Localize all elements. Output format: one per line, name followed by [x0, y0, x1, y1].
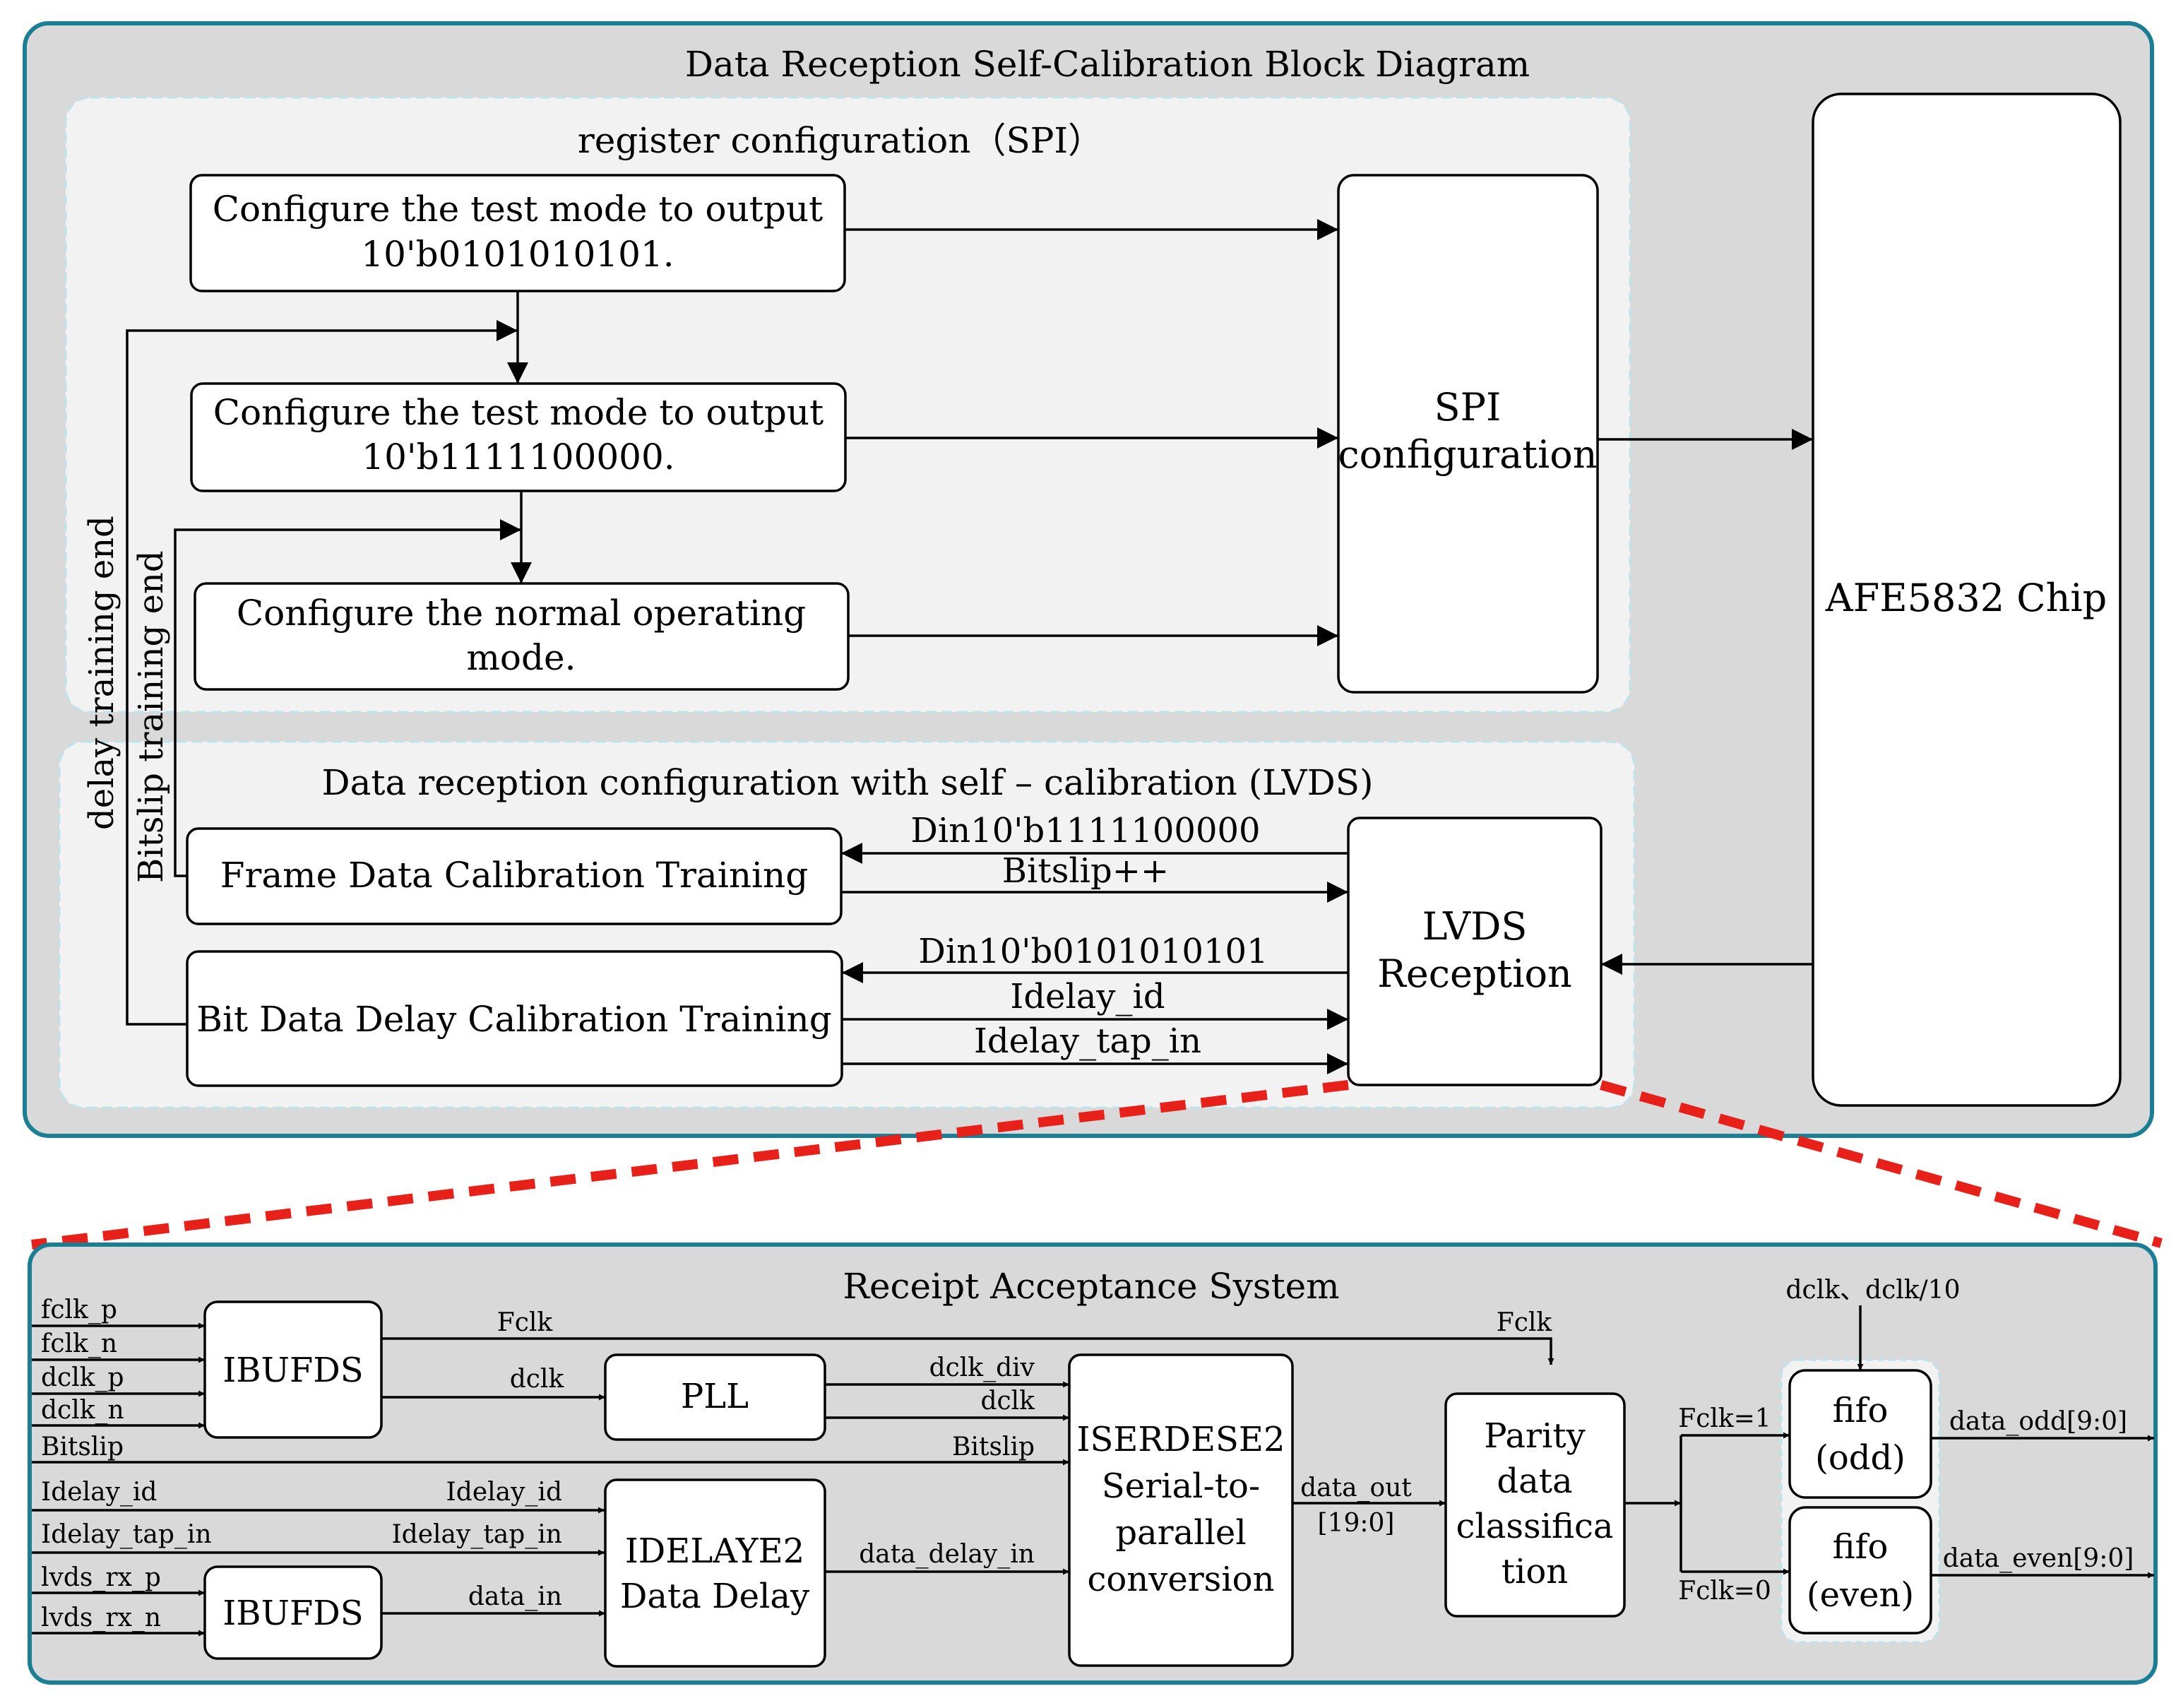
- fclk-label-left: Fclk: [497, 1308, 554, 1337]
- data-in-label: data_in: [468, 1582, 562, 1611]
- lvds-reception-box: [1347, 817, 1603, 1086]
- data-out-label-1: data_out: [1300, 1473, 1412, 1502]
- zoom-line-right: [1600, 1080, 2163, 1248]
- input-bitslip: Bitslip: [41, 1433, 124, 1461]
- fclk0-label: Fclk=0: [1678, 1577, 1771, 1606]
- iserdes-line3: parallel: [1115, 1513, 1246, 1553]
- parity-box: [1444, 1392, 1626, 1618]
- iserdes-line2: Serial-to-: [1102, 1466, 1260, 1506]
- idelay-line2: Data Delay: [620, 1577, 809, 1616]
- data-even-label: data_even[9:0]: [1943, 1544, 2134, 1573]
- afe-chip-box: [1812, 93, 2122, 1107]
- dclk-div-label: dclk_div: [929, 1353, 1035, 1382]
- fifo-even-box: [1788, 1506, 1932, 1635]
- data-odd-label: data_odd[9:0]: [1949, 1407, 2127, 1436]
- step3-line2: mode.: [466, 637, 576, 678]
- fclk1-label: Fclk=1: [1678, 1404, 1771, 1433]
- afe-chip-label: AFE5832 Chip: [1825, 576, 2107, 620]
- input-lvds-rx-p: lvds_rx_p: [41, 1563, 161, 1592]
- dclk-clocks-label: dclk、dclk/10: [1785, 1276, 1960, 1305]
- top-title: Data Reception Self-Calibration Block Di…: [685, 44, 1530, 85]
- fifo-odd-line1: fifo: [1833, 1391, 1889, 1430]
- idelay-tap-label-b: Idelay_tap_in: [391, 1520, 562, 1549]
- idelay-tap-label: Idelay_tap_in: [974, 1021, 1201, 1061]
- ibufds-1-label: IBUFDS: [222, 1351, 363, 1390]
- fifo-odd-line2: (odd): [1815, 1438, 1906, 1478]
- data-out-label-2: [19:0]: [1318, 1509, 1395, 1538]
- spi-config-box: [1337, 174, 1599, 694]
- step2-line1: Configure the test mode to output: [213, 392, 824, 433]
- input-idelay-tap: Idelay_tap_in: [41, 1520, 212, 1549]
- bitslip-label: Bitslip: [952, 1433, 1035, 1461]
- zoom-line-left: [31, 1080, 1349, 1250]
- dclk-label: dclk: [510, 1365, 565, 1394]
- iserdes-line1: ISERDESE2: [1076, 1420, 1285, 1459]
- fifo-even-line2: (even): [1807, 1575, 1914, 1615]
- step1-line2: 10'b0101010101.: [361, 234, 674, 275]
- idelay-line1: IDELAYE2: [625, 1531, 804, 1571]
- iserdes-line4: conversion: [1088, 1560, 1275, 1599]
- spi-section-title: register configuration（SPI）: [578, 120, 1103, 161]
- parity-line2: data: [1497, 1461, 1572, 1501]
- parity-line4: tion: [1502, 1552, 1568, 1591]
- dclk-label-2: dclk: [980, 1387, 1035, 1416]
- lvds-section-title: Data reception configuration with self –…: [322, 762, 1374, 803]
- frame-training-label: Frame Data Calibration Training: [220, 855, 809, 896]
- delay-feedback-loop: [126, 320, 518, 1026]
- idelay-id-label-b: Idelay_id: [446, 1478, 562, 1507]
- input-lvds-rx-n: lvds_rx_n: [41, 1603, 161, 1632]
- din-bit-label: Din10'b0101010101: [918, 932, 1268, 971]
- spi-config-line1: SPI: [1434, 385, 1502, 429]
- idelay-id-label: Idelay_id: [1010, 977, 1165, 1016]
- wire-fclk-to-parity: [381, 1337, 1554, 1365]
- step1-line1: Configure the test mode to output: [213, 189, 823, 230]
- fclk-label-right: Fclk: [1497, 1308, 1553, 1337]
- input-dclk-n: dclk_n: [41, 1396, 124, 1425]
- fifo-even-line1: fifo: [1833, 1527, 1889, 1567]
- input-fclk-n: fclk_n: [41, 1329, 117, 1358]
- bitslip-training-end-label: Bitslip training end: [131, 550, 171, 883]
- input-dclk-p: dclk_p: [41, 1363, 124, 1392]
- data-delay-label: data_delay_in: [859, 1540, 1035, 1569]
- step3-line1: Configure the normal operating: [237, 593, 806, 634]
- pll-label: PLL: [681, 1377, 749, 1416]
- bitslip-feedback-loop: [174, 519, 521, 877]
- ibufds-2-label: IBUFDS: [222, 1594, 363, 1633]
- fifo-odd-box: [1788, 1369, 1932, 1499]
- step2-line2: 10'b1111100000.: [362, 437, 674, 478]
- din-frame-label: Din10'b1111100000: [910, 811, 1260, 850]
- parity-line3: classifica: [1456, 1507, 1614, 1546]
- lvds-reception-line1: LVDS: [1422, 904, 1528, 949]
- input-fclk-p: fclk_p: [41, 1295, 117, 1324]
- ibufds-1-box: [203, 1300, 383, 1439]
- delay-training-end-label: delay training end: [82, 516, 121, 830]
- parity-line1: Parity: [1484, 1416, 1585, 1456]
- spi-config-line2: configuration: [1338, 432, 1597, 477]
- idelay-box: [604, 1478, 826, 1668]
- bottom-title: Receipt Acceptance System: [843, 1266, 1339, 1307]
- bitslip-pp-label: Bitslip++: [1002, 851, 1169, 891]
- iserdes-box: [1068, 1353, 1294, 1667]
- input-idelay-id: Idelay_id: [41, 1478, 157, 1507]
- bit-training-label: Bit Data Delay Calibration Training: [196, 999, 832, 1040]
- lvds-reception-line2: Reception: [1377, 951, 1572, 996]
